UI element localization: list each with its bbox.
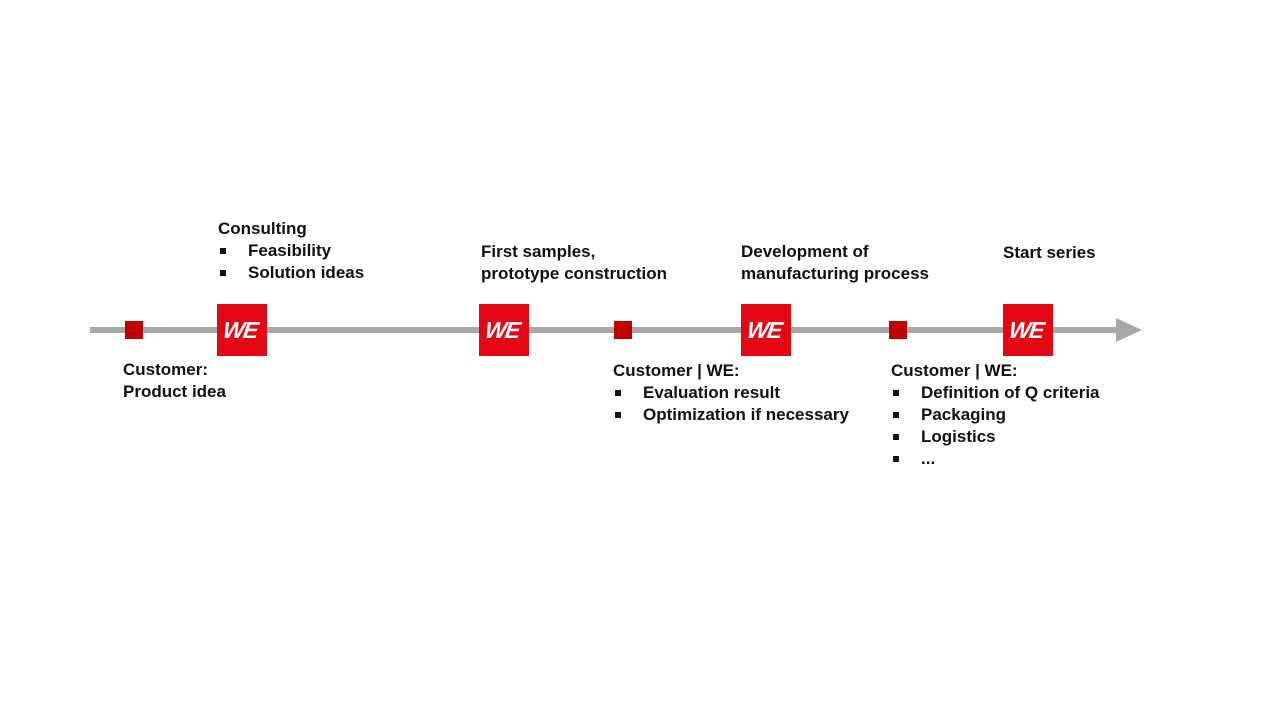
timeline-line xyxy=(90,327,1120,333)
bullet-square-icon xyxy=(893,412,899,418)
bullet-square-icon xyxy=(615,390,621,396)
list-item-text: Optimization if necessary xyxy=(643,405,849,424)
bullet-square-icon xyxy=(220,270,226,276)
bullet-square-icon xyxy=(220,248,226,254)
stage-title-line2: prototype construction xyxy=(481,264,668,283)
list-item-text: Feasibility xyxy=(248,241,332,260)
list-item: Feasibility xyxy=(218,240,364,262)
stage-title-line2: manufacturing process xyxy=(741,264,929,283)
stage-label-customer-we-evaluation: Customer | WE: Evaluation result Optimiz… xyxy=(613,360,849,426)
we-logo-text: WE xyxy=(1007,316,1046,343)
bullet-square-icon xyxy=(893,390,899,396)
bullet-square-icon xyxy=(893,434,899,440)
list-item: Definition of Q criteria xyxy=(891,382,1100,404)
stage-title: Customer | WE: xyxy=(613,361,740,380)
we-logo-4: WE xyxy=(1003,304,1053,356)
stage-label-start-series: Start series xyxy=(1003,242,1096,264)
we-logo-text: WE xyxy=(221,316,260,343)
stage-label-development: Development of manufacturing process xyxy=(741,241,929,285)
we-logo-1: WE xyxy=(217,304,267,356)
stage-label-customer-we-criteria: Customer | WE: Definition of Q criteria … xyxy=(891,360,1100,470)
bullet-square-icon xyxy=(893,456,899,462)
stage-title: Consulting xyxy=(218,219,307,238)
stage-title-line1: Development of xyxy=(741,242,869,261)
stage-title-line2: Product idea xyxy=(123,382,226,401)
bullet-square-icon xyxy=(615,412,621,418)
list-item-text: Definition of Q criteria xyxy=(921,383,1100,402)
list-item: Evaluation result xyxy=(613,382,849,404)
list-item-text: Packaging xyxy=(921,405,1007,424)
stage-title: Customer | WE: xyxy=(891,361,1018,380)
we-logo-text: WE xyxy=(745,316,784,343)
we-logo-2: WE xyxy=(479,304,529,356)
list-item-text: ... xyxy=(921,449,936,468)
we-logo-3: WE xyxy=(741,304,791,356)
list-item-text: Logistics xyxy=(921,427,996,446)
we-logo-text: WE xyxy=(483,316,522,343)
list-item: ... xyxy=(891,448,1100,470)
list-item-text: Solution ideas xyxy=(248,263,365,282)
list-item: Optimization if necessary xyxy=(613,404,849,426)
stage-title-line1: First samples, xyxy=(481,242,596,261)
list-item-text: Evaluation result xyxy=(643,383,780,402)
stage-title: Start series xyxy=(1003,243,1096,262)
stage-title-line1: Customer: xyxy=(123,360,209,379)
stage-label-first-samples: First samples, prototype construction xyxy=(481,241,667,285)
timeline-marker-square-2 xyxy=(614,321,632,339)
list-item: Packaging xyxy=(891,404,1100,426)
timeline-marker-square-1 xyxy=(125,321,143,339)
timeline-marker-square-3 xyxy=(889,321,907,339)
stage-label-customer-product-idea: Customer: Product idea xyxy=(123,359,226,403)
stage-label-consulting: Consulting Feasibility Solution ideas xyxy=(218,218,364,284)
timeline-arrowhead-icon xyxy=(1116,318,1142,342)
list-item: Solution ideas xyxy=(218,262,364,284)
list-item: Logistics xyxy=(891,426,1100,448)
